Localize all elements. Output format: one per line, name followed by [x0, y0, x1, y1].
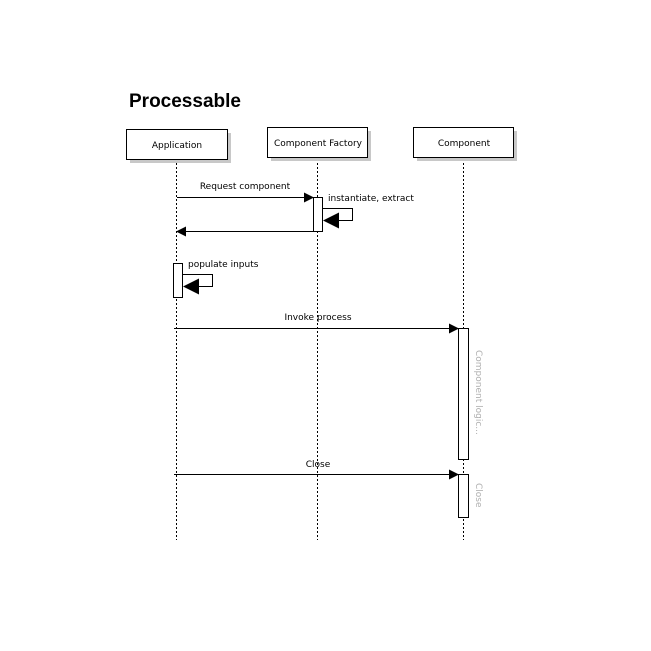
participant-application: Application	[126, 129, 231, 163]
participant-component: Component	[413, 127, 517, 161]
message-invoke-process-label: Invoke process	[284, 313, 351, 323]
message-invoke-process: Invoke process	[174, 313, 459, 334]
participant-component-factory: Component Factory	[267, 127, 371, 161]
message-close-label: Close	[306, 460, 331, 470]
message-populate-inputs-label: populate inputs	[188, 260, 259, 270]
message-populate-inputs: populate inputs	[182, 260, 259, 295]
activation-application	[173, 263, 183, 298]
activation-component-factory	[313, 197, 323, 232]
message-close: Close	[174, 460, 459, 480]
participant-application-label: Application	[152, 141, 202, 151]
message-request-component: Request component	[177, 182, 314, 203]
participant-component-label: Component	[438, 139, 491, 149]
participant-component-factory-label: Component Factory	[274, 139, 363, 149]
message-instantiate-extract-label: instantiate, extract	[328, 194, 414, 204]
message-instantiate-extract: instantiate, extract	[322, 194, 414, 229]
note-close: Close	[473, 483, 483, 508]
note-component-logic: Component logic...	[473, 350, 483, 435]
activation-component-process	[458, 328, 469, 460]
diagram-title: Processable	[129, 91, 241, 112]
message-request-component-label: Request component	[200, 182, 291, 192]
activation-component-close	[458, 474, 469, 518]
